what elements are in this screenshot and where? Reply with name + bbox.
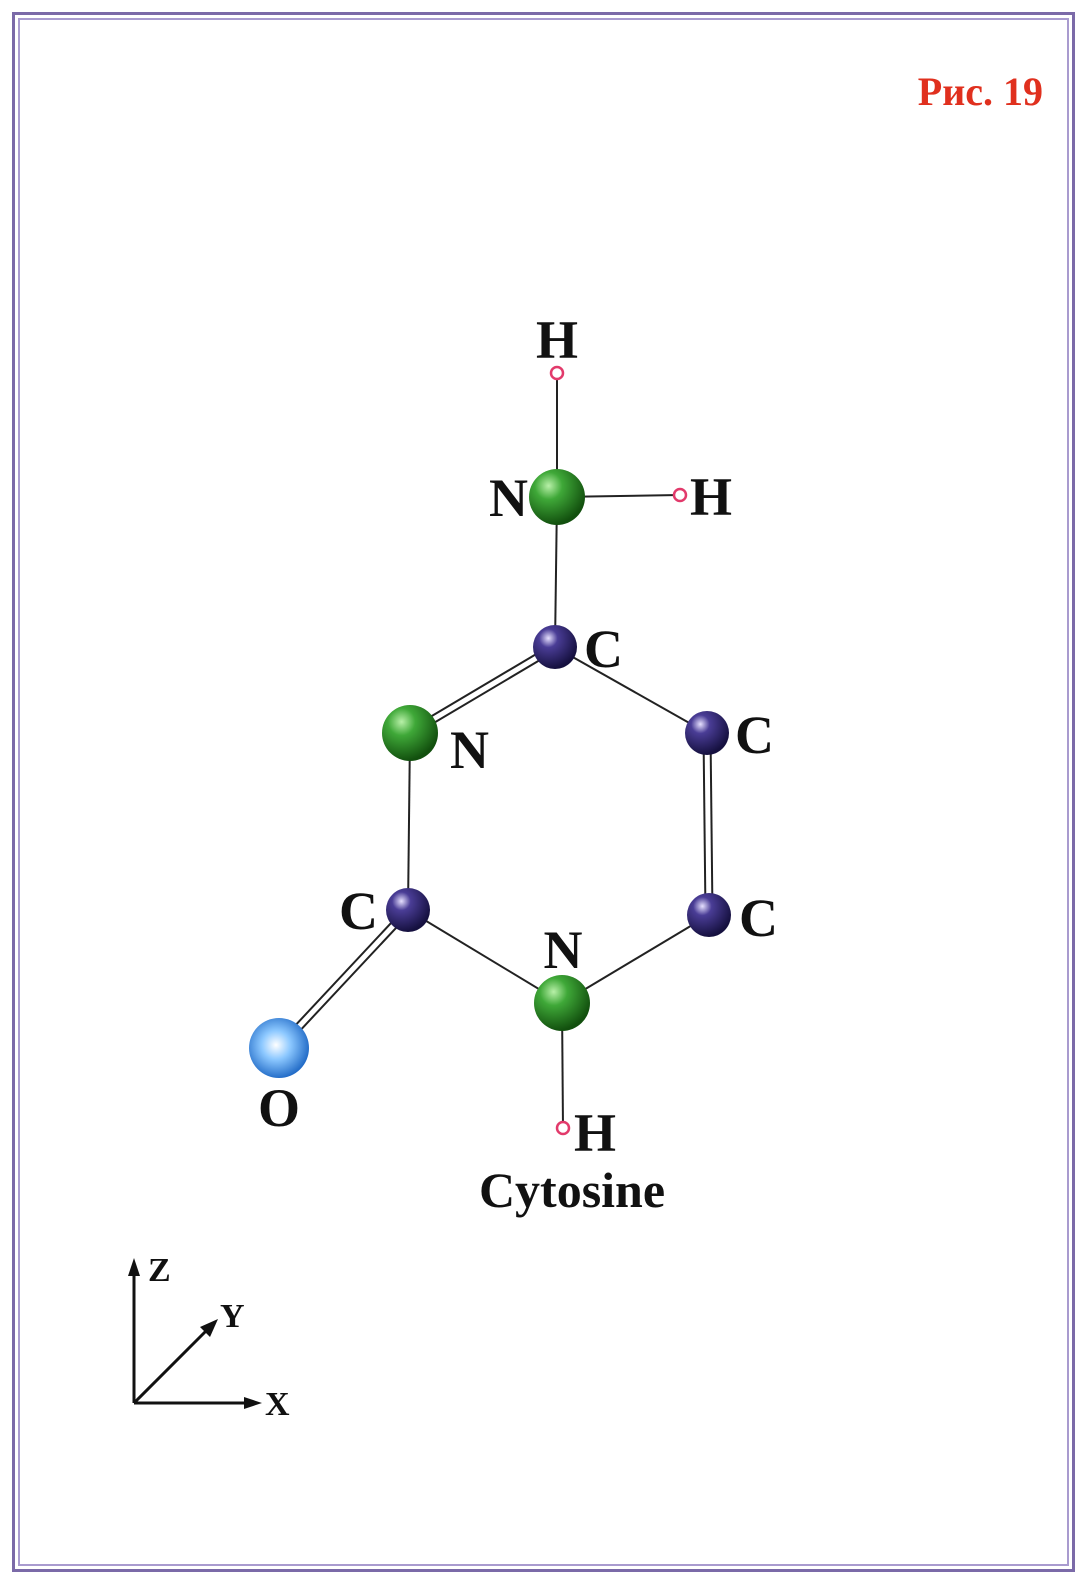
- bond-c4-n3-line-a: [407, 643, 554, 731]
- atom-c4: [533, 625, 577, 669]
- labels-layer: H N H C N C C C N O H: [258, 310, 778, 1163]
- atoms-layer: [249, 365, 731, 1136]
- atom-c5: [685, 711, 729, 755]
- bond-c5-c6-line-b: [709, 732, 714, 915]
- atom-label-c4: C: [584, 619, 623, 679]
- atom-c2: [386, 888, 430, 932]
- y-axis-line: [132, 1325, 212, 1405]
- atom-label-c2: C: [339, 881, 378, 941]
- atom-label-h_n1: H: [574, 1103, 616, 1163]
- page-frame: [12, 12, 1075, 1572]
- z-axis-label: Z: [148, 1252, 171, 1289]
- atom-h_amino_right: [672, 487, 688, 503]
- figure-label: Рис. 19: [917, 69, 1043, 114]
- atom-label-n1: N: [544, 920, 583, 980]
- bond-n3-c2: [407, 732, 411, 911]
- atom-h_n1: [555, 1120, 571, 1136]
- atom-h_top: [549, 365, 565, 381]
- axes-indicator: Z Y X: [128, 1252, 290, 1423]
- bond-c2-o2-line-a: [275, 906, 407, 1047]
- atom-label-h_amino_right: H: [690, 467, 732, 527]
- atom-label-o2: O: [258, 1078, 300, 1138]
- molecule-caption: Cytosine: [479, 1162, 665, 1218]
- bond-c4-n3-double: [407, 643, 558, 737]
- x-axis-arrowhead: [244, 1397, 262, 1409]
- atom-label-h_top: H: [536, 310, 578, 370]
- atom-label-c6: C: [739, 888, 778, 948]
- bond-c6-n1: [561, 914, 710, 1004]
- bond-c2-o2-line-b: [280, 911, 412, 1052]
- bond-c2-o2-double: [275, 906, 412, 1052]
- atom-n1: [534, 975, 590, 1031]
- y-axis-label: Y: [220, 1298, 245, 1335]
- y-axis-arrowhead: [200, 1319, 218, 1337]
- bond-c5-c6-double: [702, 732, 714, 916]
- atom-label-n_amino: N: [489, 468, 528, 528]
- atom-label-c5: C: [735, 705, 774, 765]
- atom-label-n3: N: [450, 720, 489, 780]
- bond-c5-c6-line-a: [702, 733, 707, 916]
- bond-c4-n3-line-b: [411, 649, 558, 737]
- atom-n3: [382, 705, 438, 761]
- x-axis-label: X: [265, 1386, 290, 1423]
- bond-c4-c5: [554, 646, 708, 734]
- atom-n_amino: [529, 469, 585, 525]
- bond-c2-n1: [407, 909, 563, 1004]
- z-axis-arrowhead: [128, 1258, 140, 1276]
- atom-o2: [249, 1018, 309, 1078]
- atom-c6: [687, 893, 731, 937]
